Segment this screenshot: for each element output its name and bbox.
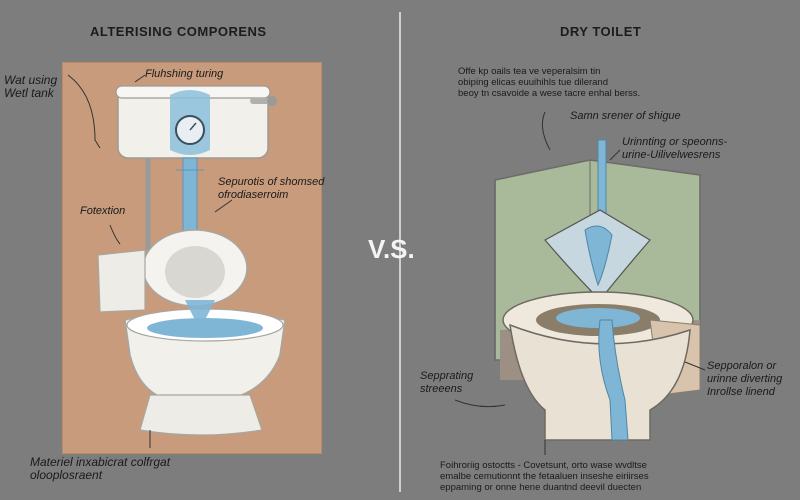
sensor-label: Samn srener of shigue — [570, 110, 681, 122]
toilet-pedestal — [139, 394, 263, 436]
diverting-arrow — [684, 361, 706, 371]
urine-label: Urinnting or speonns- urine-Uilivelwesre… — [622, 136, 728, 161]
fotextion-arrow — [109, 224, 121, 245]
diverting-label: Sepporalon or urinne diverting Inrollse … — [707, 360, 783, 398]
right-title: DRY TOILET — [560, 24, 642, 39]
streams-arrow — [454, 399, 506, 408]
streams-label: Sepprating streeens — [420, 370, 474, 395]
center-divider — [399, 12, 401, 492]
dry-toilet-base — [509, 323, 691, 441]
supply-pipe — [145, 147, 160, 250]
cistern-tank — [115, 85, 277, 159]
material-label: Materiel inxabicrat colfrgat olooplosrae… — [30, 455, 171, 482]
tank-label: Wat using Wetl tank — [4, 73, 58, 100]
footer-label: Foihroriig ostoctts - Covetsunt, orto wa… — [440, 460, 649, 493]
left-title: ALTERISING COMPORENS — [90, 24, 267, 39]
fotextion-label: Fotextion — [80, 205, 126, 217]
bowl-water — [147, 318, 263, 338]
tank-arrow — [67, 74, 101, 149]
separation-label: Sepurotis of shomsed ofrodiaserroim — [218, 176, 325, 201]
separated-stream — [598, 319, 629, 441]
flush-label: Fluhshing turing — [145, 68, 224, 80]
vs-label: V.S. — [368, 234, 415, 264]
intro-label: Offe kp oails tea ve veperalsim tin obip… — [458, 66, 641, 99]
separation-arrow — [214, 199, 233, 213]
sensor-arrow — [541, 111, 551, 151]
urine-arrow — [609, 149, 621, 161]
